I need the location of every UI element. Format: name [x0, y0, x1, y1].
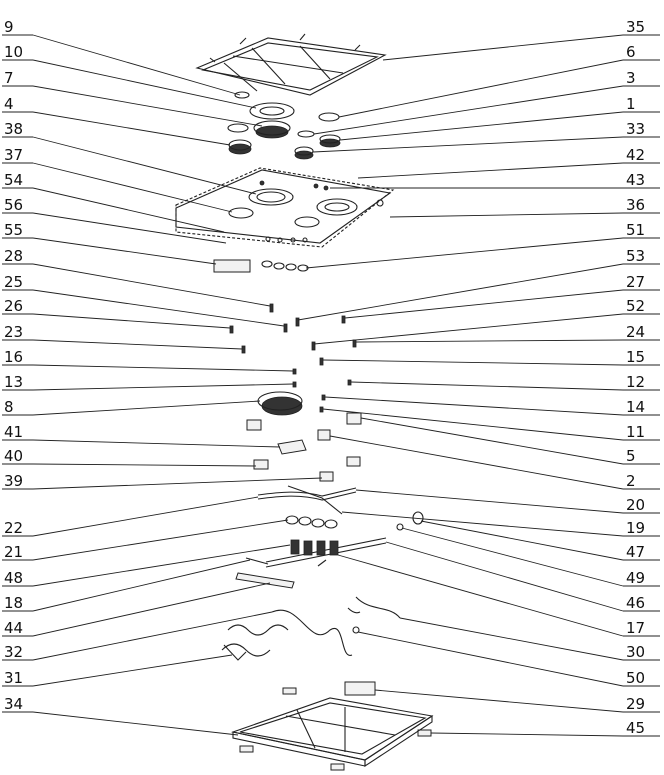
callout-4: 4 — [4, 95, 14, 113]
callout-36: 36 — [626, 196, 645, 214]
callout-31: 31 — [4, 669, 23, 687]
callout-55: 55 — [4, 221, 23, 239]
left-callouts: 9 10 7 4 38 37 54 56 55 28 25 26 23 16 1… — [4, 18, 23, 713]
callout-6: 6 — [626, 43, 636, 61]
parts-illustration — [175, 33, 434, 771]
callout-35: 35 — [626, 18, 645, 36]
callout-3: 3 — [626, 69, 636, 87]
callout-21: 21 — [4, 543, 23, 561]
callout-22: 22 — [4, 519, 23, 537]
pan-support-grid — [195, 33, 387, 96]
bottom-tray — [230, 697, 434, 768]
right-callouts: 35 6 3 1 33 42 43 36 51 53 27 52 24 15 1… — [626, 18, 645, 737]
callout-34: 34 — [4, 695, 23, 713]
callout-7: 7 — [4, 69, 14, 87]
callout-44: 44 — [4, 619, 23, 637]
callout-50: 50 — [626, 669, 645, 687]
callout-33: 33 — [626, 120, 645, 138]
callout-56: 56 — [4, 196, 23, 214]
callout-41: 41 — [4, 423, 23, 441]
callout-19: 19 — [626, 519, 645, 537]
leader-lines — [2, 34, 660, 737]
callout-15: 15 — [626, 348, 645, 366]
callout-42: 42 — [626, 146, 645, 164]
callout-28: 28 — [4, 247, 23, 265]
callout-8: 8 — [4, 398, 14, 416]
small-components — [229, 303, 357, 413]
callout-32: 32 — [4, 643, 23, 661]
callout-9: 9 — [4, 18, 14, 36]
callout-14: 14 — [626, 398, 645, 416]
callout-51: 51 — [626, 221, 645, 239]
callout-47: 47 — [626, 543, 645, 561]
callout-52: 52 — [626, 297, 645, 315]
callout-23: 23 — [4, 323, 23, 341]
callout-5: 5 — [626, 447, 636, 465]
callout-53: 53 — [626, 247, 645, 265]
callout-11: 11 — [626, 423, 645, 441]
glass-cooktop — [175, 167, 395, 248]
callout-37: 37 — [4, 146, 23, 164]
callout-13: 13 — [4, 373, 23, 391]
callout-29: 29 — [626, 695, 645, 713]
callout-18: 18 — [4, 594, 23, 612]
callout-25: 25 — [4, 273, 23, 291]
callout-39: 39 — [4, 472, 23, 490]
callout-1: 1 — [626, 95, 636, 113]
callout-10: 10 — [4, 43, 23, 61]
callout-48: 48 — [4, 569, 23, 587]
callout-2: 2 — [626, 472, 636, 490]
callout-54: 54 — [4, 171, 23, 189]
callout-16: 16 — [4, 348, 23, 366]
callout-49: 49 — [626, 569, 645, 587]
callout-30: 30 — [626, 643, 645, 661]
callout-45: 45 — [626, 719, 645, 737]
callout-26: 26 — [4, 297, 23, 315]
callout-38: 38 — [4, 120, 23, 138]
callout-40: 40 — [4, 447, 23, 465]
callout-17: 17 — [626, 619, 645, 637]
callout-12: 12 — [626, 373, 645, 391]
callout-24: 24 — [626, 323, 645, 341]
callout-46: 46 — [626, 594, 645, 612]
callout-27: 27 — [626, 273, 645, 291]
callout-43: 43 — [626, 171, 645, 189]
callout-20: 20 — [626, 496, 645, 514]
